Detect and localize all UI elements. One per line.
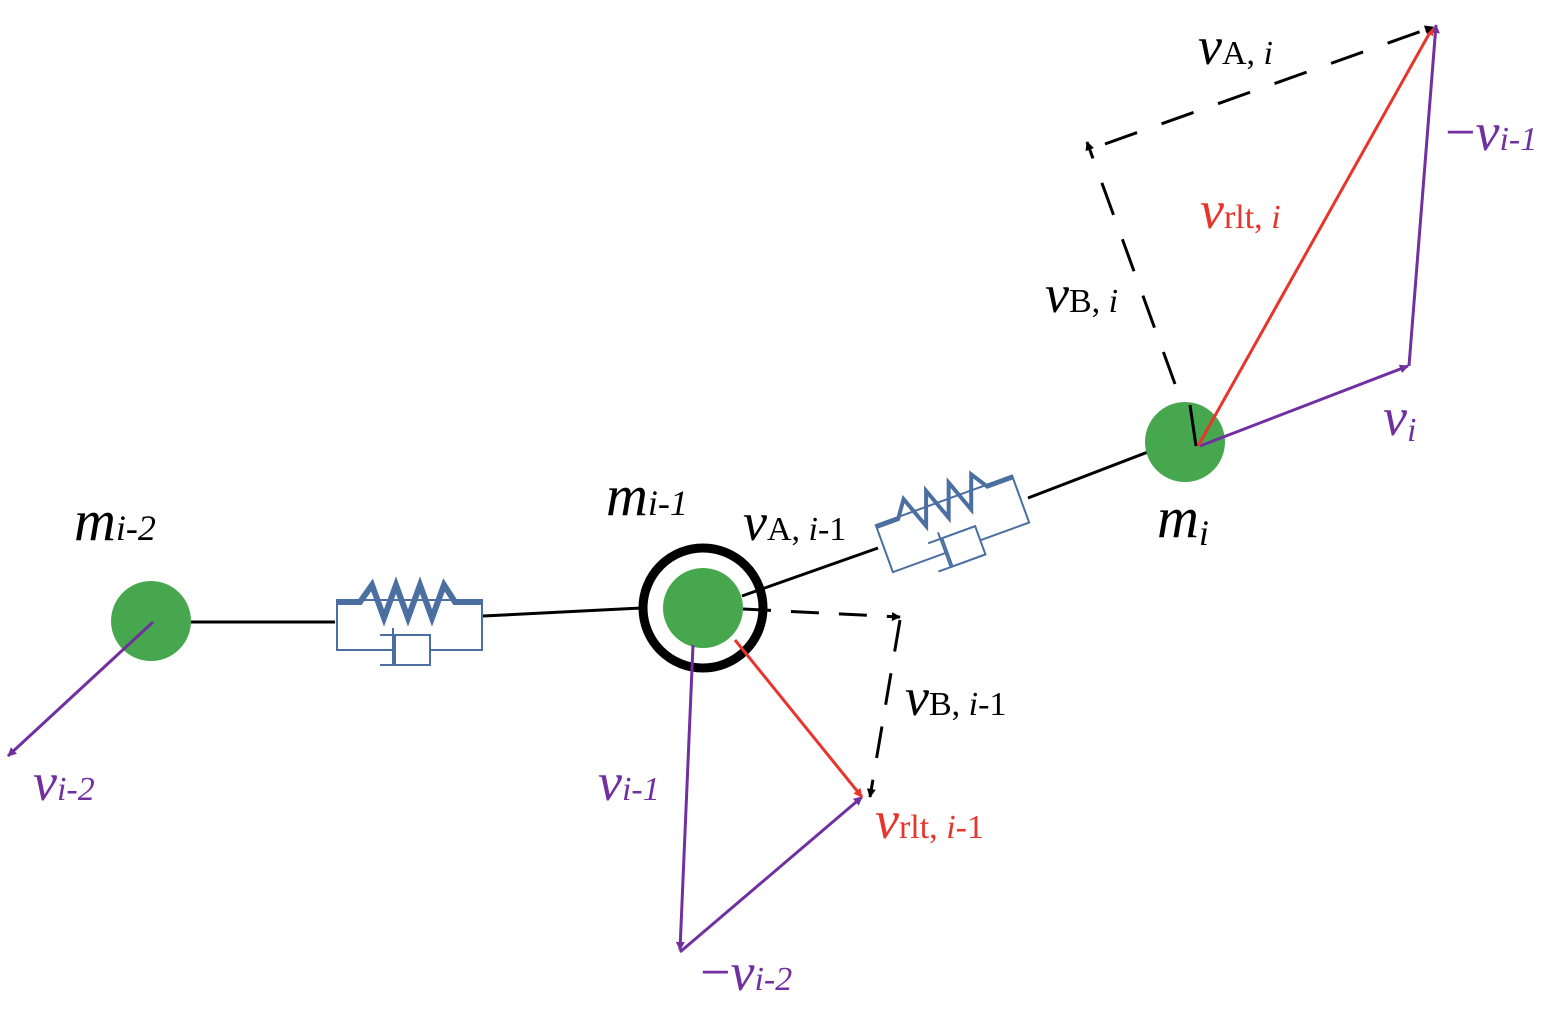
label-v-i-1: vi-1 [598,752,660,812]
label-v-i-2: vi-2 [33,752,95,812]
vector-neg-v-i-1 [1407,24,1440,367]
label-neg-v-i-2: −vi-2 [700,942,792,1002]
mass-i-1-highlight-ring [638,543,768,673]
label-v-B-i-1: vB, i-1 [905,667,1006,727]
vector-v-i [1199,364,1409,448]
label-v-rlt-i: vrlt, i [1200,180,1281,240]
vector-v-A-i-1 [742,607,901,622]
vector-v-rlt-i-1 [733,639,864,798]
vector-v-B-i-1 [866,619,902,798]
rod-right-a [741,546,879,598]
label-m-i: mi [1157,485,1209,553]
vector-v-B-i [1085,141,1177,385]
label-m-i-2: mi-2 [74,488,156,553]
vector-v-i-1 [675,644,695,951]
vector-neg-v-i-2 [679,795,863,954]
spring-damper-left [336,576,483,666]
labels-mass: mi-2 mi-1 mi [74,463,1209,553]
mass-i-1 [663,568,743,648]
label-v-rlt-i-1: vrlt, i-1 [875,790,984,850]
vector-v-rlt-i [1196,26,1435,447]
rod-right-b [1027,450,1149,500]
label-v-A-i-1: vA, i-1 [743,492,846,552]
rod-left-b [482,606,643,618]
spring-damper-right [874,470,1031,574]
label-v-B-i: vB, i [1045,264,1118,324]
label-neg-v-i-1: −vi-1 [1445,102,1537,162]
label-v-A-i: vA, i [1198,16,1273,76]
vector-v-i-2 [6,620,155,758]
vector-origin-mark [1188,404,1198,447]
mass-i [1145,402,1225,482]
label-m-i-1: mi-1 [606,463,688,528]
label-v-i: vi [1383,387,1416,449]
